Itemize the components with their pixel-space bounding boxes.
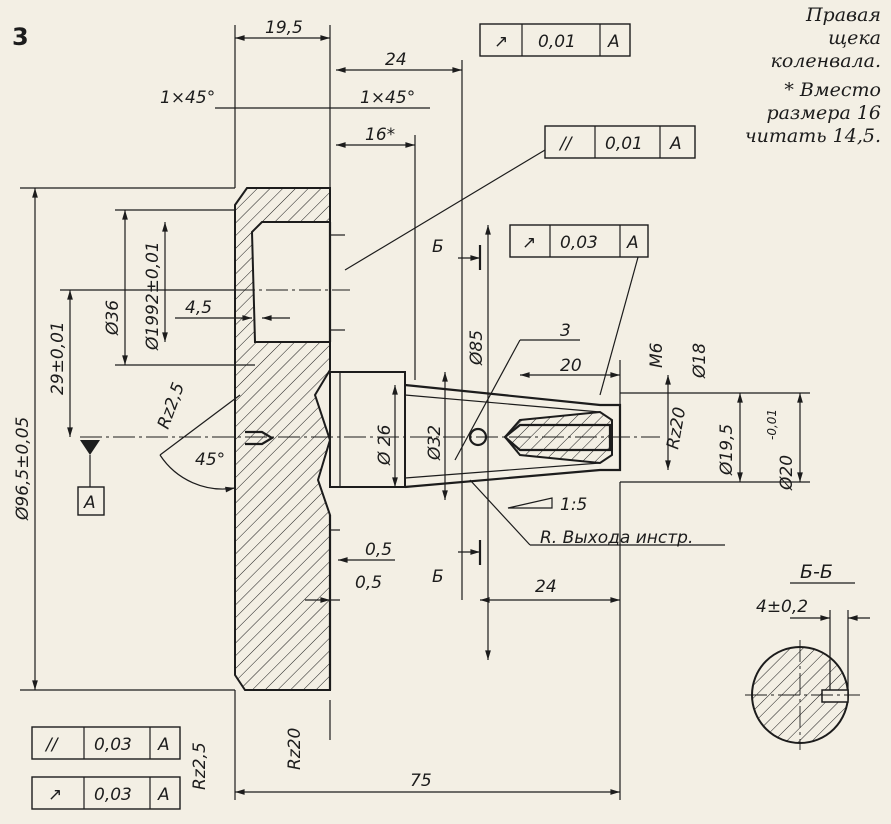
dim-rz-2-5-bottom: Rz2,5 [190,742,210,790]
tolerance-frame-2: // 0,01 A [544,125,696,159]
note-line-3: коленвала. [770,50,882,72]
tol-4-datum: A [157,735,170,755]
tol-2-value: 0,01 [605,134,643,154]
drawing-note: Правая щека коленвала. * Вместо размера … [745,4,881,148]
dim-dia-32: Ø32 [425,425,445,461]
datum-triangle [80,440,100,455]
section-letter-top: Б [432,237,444,257]
dim-chamfer-left: 1×45° [160,88,215,108]
section-letter-bottom: Б [432,567,444,587]
section-title: Б-Б [800,561,833,583]
tolerance-frame-3: ↗ 0,03 A [509,224,649,258]
tol-2-datum: A [669,134,682,154]
dim-rz-2-5-mid: Rz2,5 [154,380,189,432]
note-line-6: читать 14,5. [744,125,881,147]
dim-dia-18: Ø18 [690,343,710,379]
dim-24-top: 24 [385,50,407,70]
section-b-b [745,582,870,750]
dim-16: 16* [365,125,395,145]
tol-2-symbol: // [558,134,574,154]
tol-5-datum: A [157,785,170,805]
dim-dia-96-5: Ø96,5±0,05 [13,417,33,521]
dim-dia-19-5: Ø19,5 [717,424,737,476]
dim-dia-36: Ø36 [103,300,123,336]
dim-chamfer-right: 1×45° [360,88,415,108]
section-marks [458,245,482,565]
taper-symbol [507,497,553,509]
dim-taper: 1:5 [560,495,587,515]
dim-20: 20 [560,356,582,376]
dim-angle-45: 45° [195,450,225,470]
dim-dia-1992: Ø1992±0,01 [143,241,163,351]
dim-dia-20-tol: -0,01 [765,409,779,440]
note-line-1: Правая [805,4,881,26]
dim-rz-20-hole: Rz20 [663,406,690,451]
note-line-2: щека [828,27,881,49]
tolerance-frame-1: ↗ 0,01 A [479,23,631,57]
dim-0-5-b: 0,5 [355,573,382,593]
dim-24-bottom: 24 [535,577,557,597]
note-line-4: * Вместо [784,79,881,101]
tol-1-symbol: ↗ [494,32,508,52]
datum-frame [77,486,105,516]
tol-3-datum: A [626,233,639,253]
datum-label: A [83,493,96,513]
dim-4-5: 4,5 [185,298,212,318]
dim-thread-m6: M6 [647,342,667,368]
tol-5-symbol: ↗ [48,785,62,805]
dim-19-5: 19,5 [265,18,303,38]
tol-4-symbol: // [44,735,60,755]
tol-3-value: 0,03 [560,233,598,253]
dim-dia-26: Ø 26 [375,424,395,466]
figure-number: 3 [12,23,29,51]
section-key-dim: 4±0,2 [756,597,808,617]
dim-rz-20-bottom: Rz20 [285,728,305,770]
crank-cheek-body [234,187,622,691]
dim-dia-20: Ø20 [777,455,797,491]
tol-4-value: 0,03 [94,735,132,755]
tol-5-value: 0,03 [94,785,132,805]
dimension-lines [20,25,810,800]
tol-3-symbol: ↗ [522,233,536,253]
dim-29: 29±0,01 [48,321,68,395]
tolerance-frame-4: // 0,03 A [31,726,181,760]
tol-1-value: 0,01 [538,32,576,52]
dim-dia-85: Ø85 [467,330,487,366]
tolerance-frame-5: ↗ 0,03 A [31,776,181,810]
note-line-5: размера 16 [766,102,881,124]
dim-0-5-a: 0,5 [365,540,392,560]
dim-3: 3 [560,321,571,341]
dim-tool-exit: R. Выхода инстр. [540,528,693,548]
tol-1-datum: A [607,32,620,52]
dim-75: 75 [410,771,432,791]
